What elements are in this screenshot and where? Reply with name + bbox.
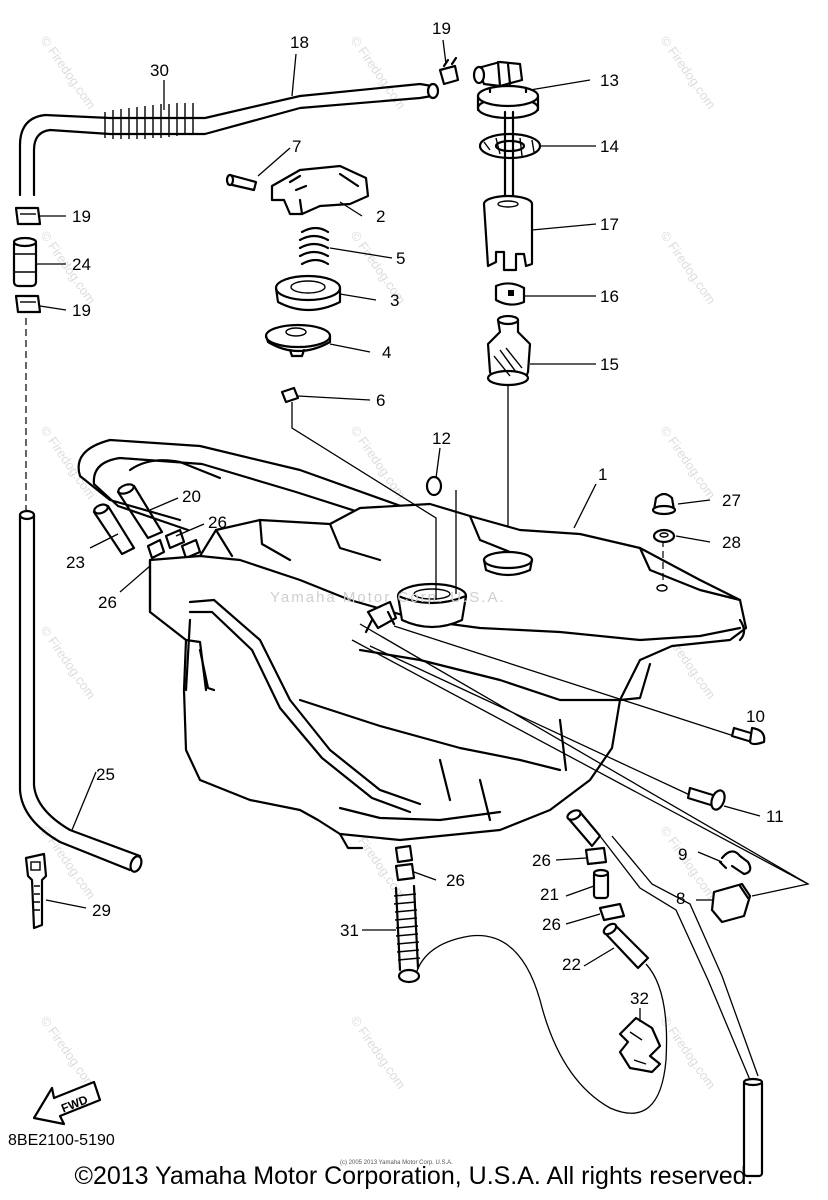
label-part-20: 20	[182, 487, 201, 506]
label-part-7: 7	[292, 137, 301, 156]
part-25-hose	[18, 509, 143, 873]
leader-11	[369, 645, 693, 797]
part-6-retainer	[280, 386, 300, 404]
watermark: © Firedog.com	[38, 623, 99, 702]
watermark: © Firedog.com	[38, 423, 99, 502]
watermark: © Firedog.com	[658, 823, 719, 902]
copyright-notice: ©2013 Yamaha Motor Corporation, U.S.A. A…	[74, 1162, 754, 1190]
label-part-30: 30	[150, 61, 169, 80]
label-part-25: 25	[96, 765, 115, 784]
part-31-hose-bellows	[393, 884, 421, 984]
part-27-damper	[651, 492, 677, 516]
label-part-19-top: 19	[432, 19, 451, 38]
part-number-labels: 1 2 3 4 5 6 7 8 9 10 11 12 13 14 15 16 1…	[66, 19, 784, 1008]
part-20-hose	[116, 483, 164, 540]
part-8-holder	[710, 882, 752, 924]
part-13-sender-cap	[472, 60, 540, 120]
label-part-29: 29	[92, 901, 111, 920]
part-22-hose	[602, 922, 650, 970]
label-part-26-lower-2: 26	[542, 915, 561, 934]
label-part-18: 18	[290, 33, 309, 52]
label-part-5: 5	[396, 249, 405, 268]
label-part-19-lower: 19	[72, 301, 91, 320]
part-21-joint	[592, 868, 610, 900]
hose-dashed-route	[413, 934, 668, 1114]
label-part-22: 22	[562, 955, 581, 974]
label-part-14: 14	[600, 137, 619, 156]
part-16-clamp	[494, 282, 526, 306]
watermark: © Firedog.com	[658, 423, 719, 502]
leader-lines	[36, 39, 761, 1022]
label-part-6: 6	[376, 391, 385, 410]
label-part-26-lower-1: 26	[532, 851, 551, 870]
diagram-code: 8BE2100-5190	[8, 1132, 115, 1149]
label-part-16: 16	[600, 287, 619, 306]
watermark: © Firedog.com	[658, 228, 719, 307]
part-26-clamp-lower-2	[598, 902, 626, 922]
label-part-26-outlet: 26	[446, 871, 465, 890]
label-part-11: 11	[766, 807, 784, 826]
part-19-clip-upper-left	[14, 206, 42, 226]
part-12-grommet	[425, 475, 443, 497]
label-part-26-upper: 26	[208, 513, 227, 532]
part-18-30-breather-hose	[18, 82, 440, 197]
label-part-3: 3	[390, 291, 399, 310]
hose-run-right	[599, 835, 751, 1081]
watermark: © Firedog.com	[658, 33, 719, 112]
label-part-15: 15	[600, 355, 619, 374]
label-part-9: 9	[678, 845, 687, 864]
part-26-outlet-nipple	[394, 844, 416, 882]
label-part-12: 12	[432, 429, 451, 448]
part-9-clip	[718, 850, 752, 876]
leader-8-9-b	[351, 639, 809, 885]
label-part-26-left: 26	[98, 593, 117, 612]
label-part-19-upper: 19	[72, 207, 91, 226]
watermark: © Firedog.com	[38, 823, 99, 902]
label-part-28: 28	[722, 533, 741, 552]
part-11-bolt	[686, 786, 726, 811]
hose-run-right-b	[611, 835, 759, 1077]
part-17-sleeve	[482, 110, 534, 272]
label-part-2: 2	[376, 207, 385, 226]
label-part-13: 13	[600, 71, 619, 90]
part-24-joint	[12, 236, 38, 288]
part-7-pin	[225, 173, 258, 192]
label-part-24: 24	[72, 255, 91, 274]
label-part-32: 32	[630, 989, 649, 1008]
leader-6-to-tank	[291, 402, 437, 600]
part-32-clip	[618, 1016, 662, 1074]
part-10-bolt	[730, 726, 766, 746]
watermark: © Firedog.com	[38, 33, 99, 112]
part-29-tie-band	[24, 852, 48, 930]
part-hose-end-right	[742, 1077, 764, 1178]
leader-10	[393, 625, 735, 737]
part-28-washer	[652, 528, 676, 544]
label-part-1: 1	[598, 465, 607, 484]
fwd-arrow-icon: FWD	[32, 1080, 102, 1126]
part-19-clip-top	[438, 56, 460, 86]
part-1-fuel-tank: Yamaha Motor Corp. U.S.A.	[77, 438, 748, 850]
part-3-gasket-ring	[274, 274, 342, 312]
label-part-4: 4	[382, 343, 391, 362]
part-2-cap-lever	[270, 164, 370, 216]
part-23-hose	[92, 503, 136, 556]
part-14-washer	[478, 132, 542, 160]
part-4-seal	[264, 323, 332, 358]
label-part-31: 31	[340, 921, 359, 940]
label-part-10: 10	[746, 707, 765, 726]
watermark: © Firedog.com	[348, 1013, 409, 1092]
label-part-8: 8	[676, 889, 685, 908]
part-15-fuel-filter	[486, 314, 532, 387]
label-part-21: 21	[540, 885, 559, 904]
part-26-clamp-lower-1	[584, 846, 608, 866]
label-part-17: 17	[600, 215, 619, 234]
part-5-spring	[298, 226, 330, 266]
label-part-27: 27	[722, 491, 741, 510]
tank-watermark-text: Yamaha Motor Corp. U.S.A.	[270, 589, 506, 606]
label-part-23: 23	[66, 553, 85, 572]
part-outlet-elbow	[566, 809, 602, 848]
part-19-clip-lower-left	[14, 294, 42, 314]
fine-print: (c) 2005 2013 Yamaha Motor Corp. U.S.A.	[340, 1160, 453, 1166]
